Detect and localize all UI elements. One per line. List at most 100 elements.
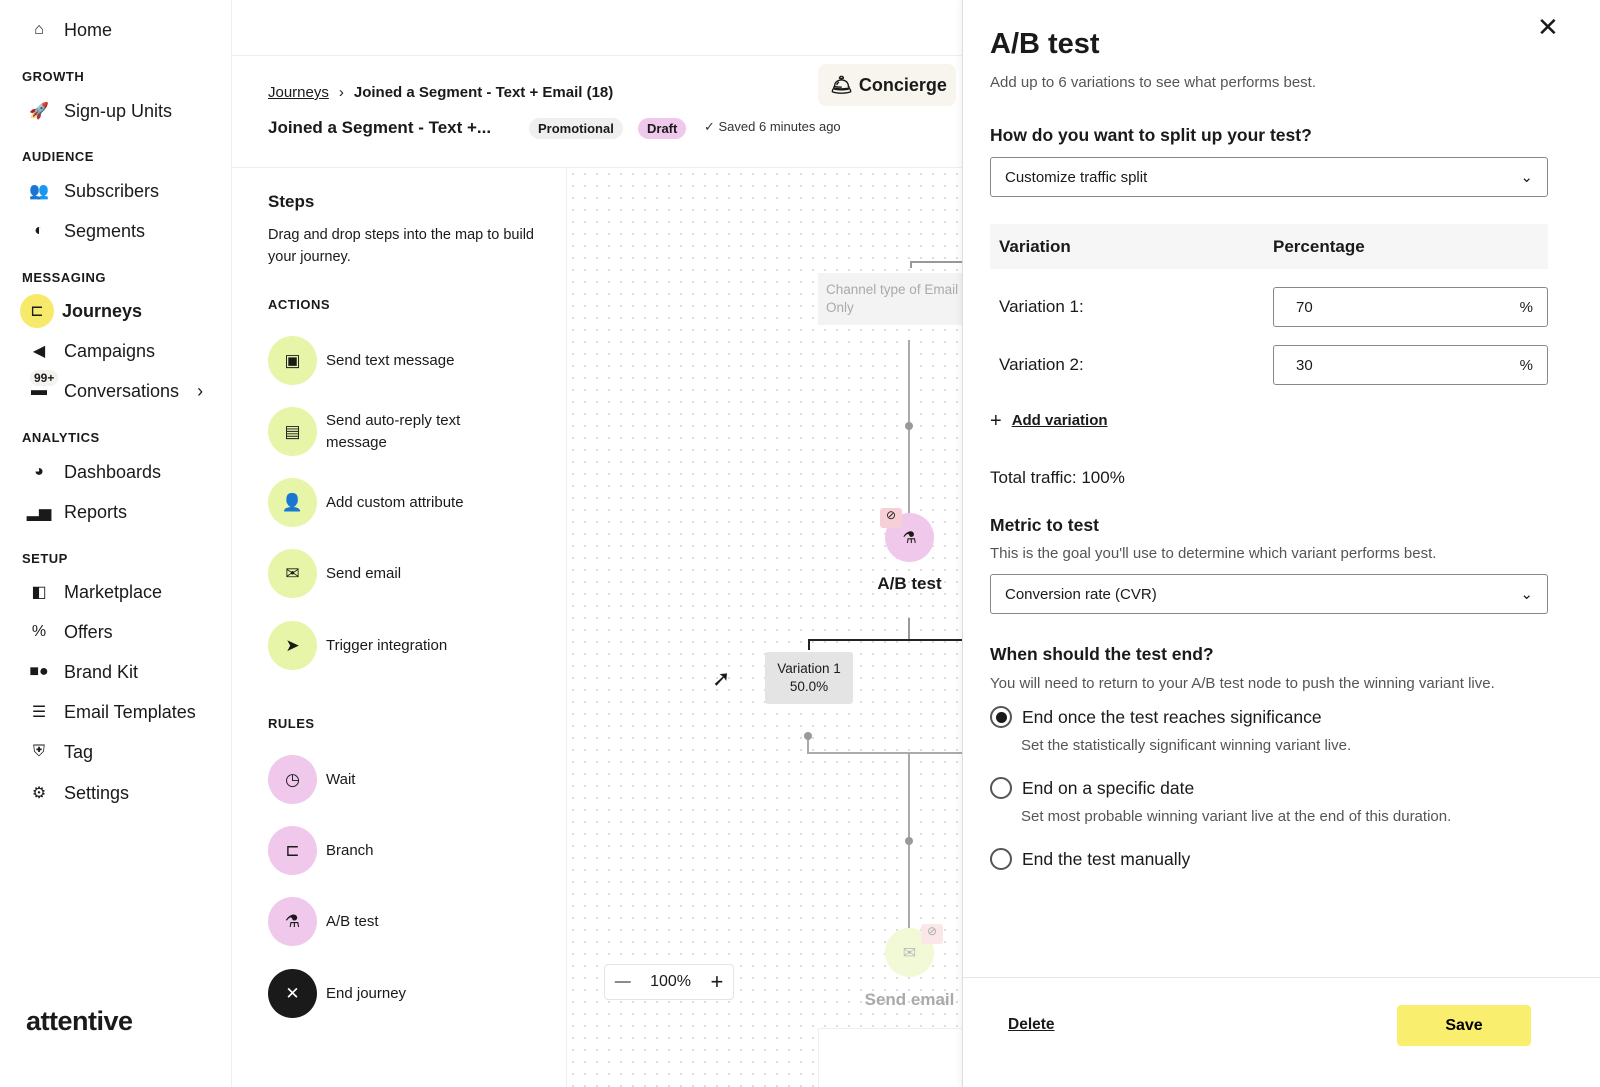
send-icon: ➤ xyxy=(268,621,317,670)
delete-button[interactable]: Delete xyxy=(1008,1016,1055,1033)
step-auto-reply[interactable]: ▤Send auto-reply text message xyxy=(268,407,518,456)
step-end-journey[interactable]: ✕End journey xyxy=(268,969,406,1018)
step-trigger-integration[interactable]: ➤Trigger integration xyxy=(268,621,447,670)
actions-label: ACTIONS xyxy=(268,297,330,312)
journey-canvas[interactable]: Channel type of Email Only ⚗ ⊘ A/B test … xyxy=(567,168,962,1087)
section-analytics: ANALYTICS xyxy=(22,430,100,445)
zoom-out-button[interactable]: — xyxy=(614,973,631,990)
draft-badge: Draft xyxy=(638,118,687,139)
split-select[interactable]: Customize traffic split⌄ xyxy=(990,157,1548,197)
section-growth: GROWTH xyxy=(22,69,85,84)
cursor-icon: ➚ xyxy=(712,666,731,691)
percent-icon: % xyxy=(31,623,47,640)
sidebar-item-tag[interactable]: ⛨Tag xyxy=(22,735,93,769)
steps-title: Steps xyxy=(268,192,315,211)
flask-icon: ⚗ xyxy=(902,529,917,547)
zoom-control: — 100% + xyxy=(604,964,734,1000)
variation-table-header: Variation Percentage xyxy=(990,224,1548,269)
metric-heading: Metric to test xyxy=(990,515,1099,535)
sidebar-item-campaigns[interactable]: ◀Campaigns xyxy=(22,334,155,368)
sidebar-item-offers[interactable]: %Offers xyxy=(22,615,113,649)
radio-desc: Set most probable winning variant live a… xyxy=(1021,808,1452,825)
promotional-badge: Promotional xyxy=(529,118,623,139)
save-button[interactable]: Save xyxy=(1397,1005,1531,1046)
variation-1-label: Variation 1: xyxy=(999,297,1084,316)
integration-node[interactable] xyxy=(818,1028,962,1087)
metric-subtitle: This is the goal you'll use to determine… xyxy=(990,545,1437,562)
breadcrumb-journeys-link[interactable]: Journeys xyxy=(268,84,329,101)
radio-end-manually[interactable]: End the test manually xyxy=(990,848,1190,870)
message-icon: ▣ xyxy=(268,336,317,385)
envelope-icon: ✉ xyxy=(268,549,317,598)
send-email-node-label: Send email xyxy=(864,990,955,1009)
radio-desc: Set the statistically significant winnin… xyxy=(1021,737,1352,754)
person-icon: 👤 xyxy=(268,478,317,527)
rules-label: RULES xyxy=(268,716,315,731)
plus-icon: + xyxy=(990,410,1002,432)
radio-end-significance[interactable]: End once the test reaches significance xyxy=(990,706,1322,728)
sidebar-item-brand-kit[interactable]: ■●Brand Kit xyxy=(22,655,138,689)
branch-icon: ⊏ xyxy=(268,826,317,875)
metric-select[interactable]: Conversion rate (CVR)⌄ xyxy=(990,574,1548,614)
steps-panel: Steps Drag and drop steps into the map t… xyxy=(232,168,567,1087)
condition-node[interactable]: Channel type of Email Only xyxy=(818,273,962,325)
timer-icon: ◷ xyxy=(268,755,317,804)
marketplace-icon: ◧ xyxy=(31,584,47,601)
saved-status: ✓ Saved 6 minutes ago xyxy=(704,119,841,134)
home-icon: ⌂ xyxy=(34,21,44,38)
sidebar-item-conversations[interactable]: ▬Conversations› xyxy=(22,374,203,408)
concierge-button[interactable]: 🛎Concierge xyxy=(818,64,956,106)
top-bar xyxy=(232,0,962,56)
sidebar-item-reports[interactable]: ▂▅Reports xyxy=(22,495,127,529)
variation-2-input[interactable]: 30% xyxy=(1273,345,1548,385)
journey-header: Journeys › Joined a Segment - Text + Ema… xyxy=(232,56,962,168)
disabled-icon: ⊘ xyxy=(921,924,943,944)
end-icon: ✕ xyxy=(268,969,317,1018)
check-icon: ✓ xyxy=(704,119,719,134)
radio-end-date[interactable]: End on a specific date xyxy=(990,777,1194,799)
rocket-icon: 🚀 xyxy=(29,103,49,120)
add-variation-button[interactable]: +Add variation xyxy=(990,410,1108,432)
drawer-subtitle: Add up to 6 variations to see what perfo… xyxy=(990,74,1317,91)
segment-icon: ◐ xyxy=(34,222,44,239)
radio-icon xyxy=(990,777,1012,799)
sidebar-item-journeys[interactable]: ⊏Journeys xyxy=(20,294,142,328)
sidebar-item-segments[interactable]: ◐Segments xyxy=(22,214,145,248)
section-messaging: MESSAGING xyxy=(22,270,106,285)
variation-1-input[interactable]: 70% xyxy=(1273,287,1548,327)
step-custom-attribute[interactable]: 👤Add custom attribute xyxy=(268,478,464,527)
total-traffic: Total traffic: 100% xyxy=(990,468,1125,487)
sidebar-item-email-templates[interactable]: ☰Email Templates xyxy=(22,695,196,729)
close-icon[interactable]: ✕ xyxy=(1537,12,1559,42)
step-send-text[interactable]: ▣Send text message xyxy=(268,336,454,385)
megaphone-icon: ◀ xyxy=(32,343,46,360)
gear-icon: ⚙ xyxy=(31,785,47,802)
sidebar-item-dashboards[interactable]: ◕Dashboards xyxy=(22,455,161,489)
users-icon: 👥 xyxy=(29,183,49,200)
sidebar-item-settings[interactable]: ⚙Settings xyxy=(22,776,129,810)
end-heading: When should the test end? xyxy=(990,644,1214,664)
template-icon: ☰ xyxy=(31,704,47,721)
sidebar-item-subscribers[interactable]: 👥Subscribers xyxy=(22,174,159,208)
disabled-icon: ⊘ xyxy=(880,508,902,528)
sidebar-item-signup-units[interactable]: 🚀Sign-up Units xyxy=(22,94,172,128)
shapes-icon: ■● xyxy=(29,663,49,680)
flask-icon: ⚗ xyxy=(268,897,317,946)
journey-icon: ⊏ xyxy=(20,294,54,328)
journey-title[interactable]: Joined a Segment - Text +... xyxy=(268,118,492,137)
sidebar-item-marketplace[interactable]: ◧Marketplace xyxy=(22,575,162,609)
envelope-icon: ✉ xyxy=(902,944,917,962)
sidebar-item-home[interactable]: ⌂Home xyxy=(22,13,112,47)
step-send-email[interactable]: ✉Send email xyxy=(268,549,401,598)
conversations-badge: 99+ xyxy=(30,370,59,386)
steps-description: Drag and drop steps into the map to buil… xyxy=(268,227,534,265)
step-ab-test[interactable]: ⚗A/B test xyxy=(268,897,379,946)
drawer-title: A/B test xyxy=(990,28,1100,60)
zoom-in-button[interactable]: + xyxy=(710,969,724,994)
chevron-right-icon: › xyxy=(197,380,204,401)
bell-icon: 🛎 xyxy=(830,74,853,95)
step-wait[interactable]: ◷Wait xyxy=(268,755,355,804)
step-branch[interactable]: ⊏Branch xyxy=(268,826,374,875)
chevron-down-icon: ⌄ xyxy=(1520,586,1533,603)
